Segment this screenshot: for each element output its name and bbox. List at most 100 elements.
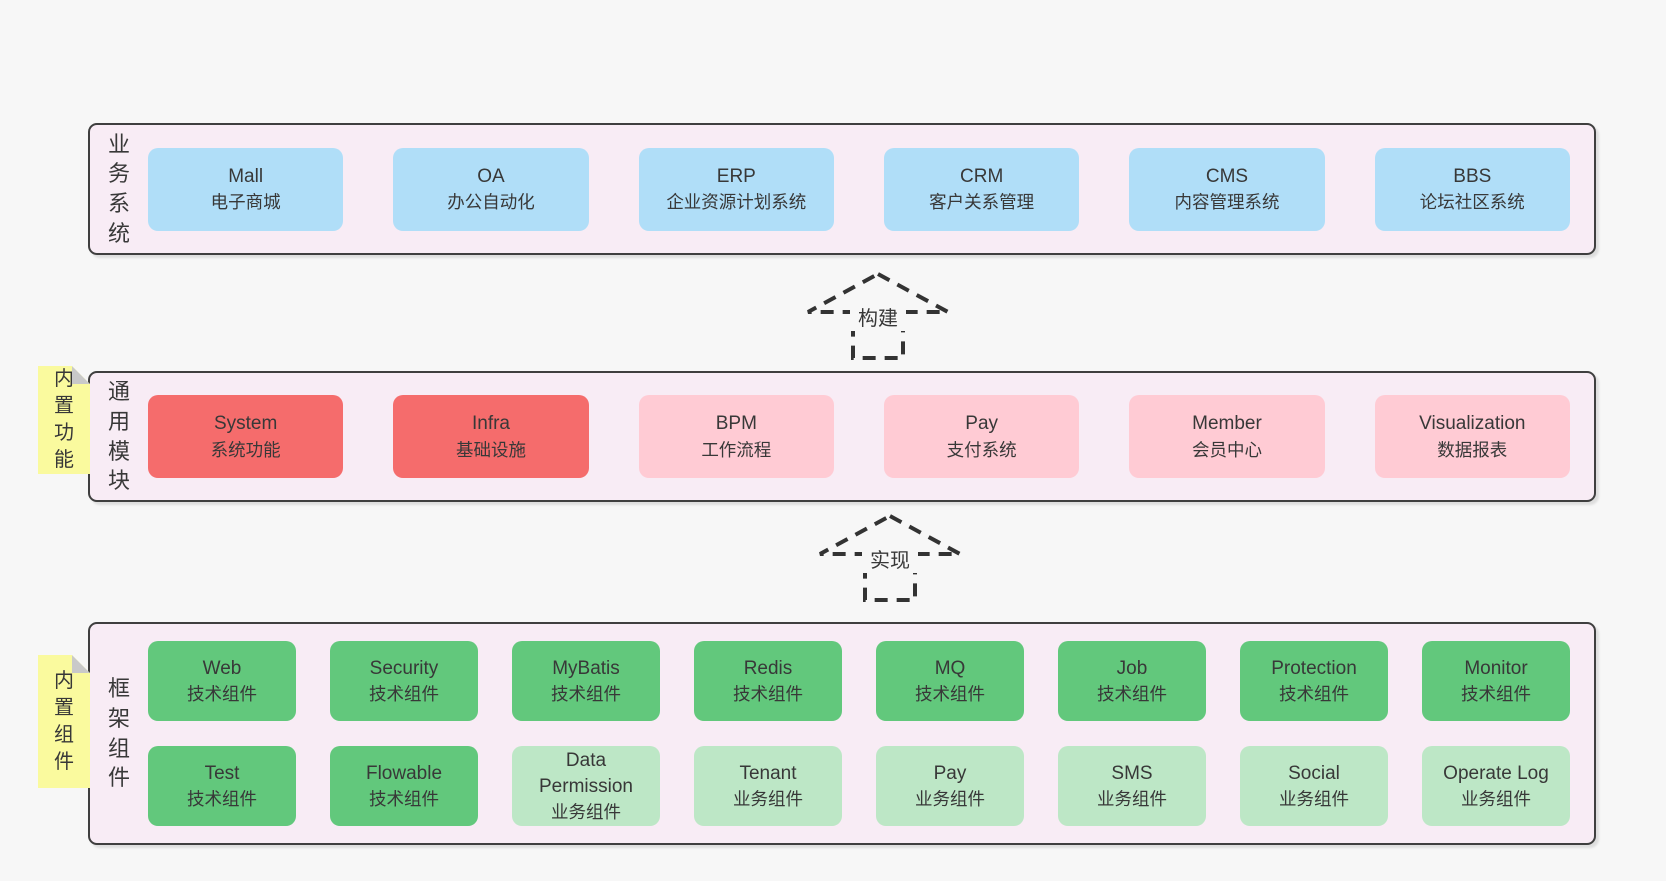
box-title: Pay <box>965 413 999 435</box>
box-system: System 系统功能 <box>148 395 344 478</box>
box-bpm: BPM 工作流程 <box>638 395 834 478</box>
framework-components-label: 框架组件 <box>90 624 148 843</box>
box-subtitle: 技术组件 <box>1097 684 1167 705</box>
box-subtitle: 电子商城 <box>210 192 281 213</box>
box-subtitle: 技术组件 <box>1461 684 1531 705</box>
box-title: Protection <box>1271 657 1357 679</box>
box-subtitle: 客户关系管理 <box>929 192 1035 213</box>
box-title: BPM <box>715 413 757 435</box>
arrow-implement-label: 实现 <box>870 549 910 572</box>
box-monitor: Monitor 技术组件 <box>1422 641 1570 721</box>
box-title: Infra <box>471 413 510 435</box>
box-social: Social 业务组件 <box>1240 746 1388 826</box>
box-title: Web <box>202 657 242 679</box>
business-systems-label: 业务系统 <box>90 125 148 253</box>
box-subtitle: 工作流程 <box>701 439 772 460</box>
box-mq: MQ 技术组件 <box>876 641 1024 721</box>
box-pay-component: Pay 业务组件 <box>876 746 1024 826</box>
box-subtitle: 企业资源计划系统 <box>666 192 807 213</box>
box-title: SMS <box>1111 762 1153 784</box>
box-pay-module: Pay 支付系统 <box>883 395 1080 478</box>
box-subtitle: 系统功能 <box>210 439 281 460</box>
box-subtitle: 技术组件 <box>733 684 803 705</box>
up-arrow-build-icon: 构建 <box>804 270 952 362</box>
box-title: Visualization <box>1419 413 1526 435</box>
box-mall: Mall 电子商城 <box>148 147 344 231</box>
box-erp: ERP 企业资源计划系统 <box>638 147 834 231</box>
box-subtitle: 业务组件 <box>1461 789 1531 810</box>
common-modules-label: 通用模块 <box>90 373 148 500</box>
box-visualization: Visualization 数据报表 <box>1374 395 1570 478</box>
box-operate-log: Operate Log 业务组件 <box>1422 746 1570 826</box>
box-bbs: BBS 论坛社区系统 <box>1374 147 1570 231</box>
box-cms: CMS 内容管理系统 <box>1129 147 1325 231</box>
framework-components-grid: Web 技术组件 Security 技术组件 MyBatis 技术组件 Redi… <box>148 624 1594 843</box>
box-title: Data Permission <box>539 749 633 797</box>
arrow-build-label: 构建 <box>858 307 898 330</box>
box-title: MQ <box>934 657 966 679</box>
box-subtitle: 支付系统 <box>946 439 1017 460</box>
box-flowable: Flowable 技术组件 <box>330 746 478 826</box>
box-title: Test <box>204 762 240 784</box>
box-subtitle: 会员中心 <box>1191 439 1262 460</box>
box-web: Web 技术组件 <box>148 641 296 721</box>
box-subtitle: 技术组件 <box>1279 684 1349 705</box>
sticky-note-built-in-features: 内置功能 <box>38 366 90 474</box>
business-systems-panel: 业务系统 Mall 电子商城 OA 办公自动化 ERP 企业资源计划系统 CRM… <box>88 123 1596 255</box>
box-subtitle: 论坛社区系统 <box>1419 192 1525 213</box>
panel-label-text: 框架组件 <box>107 676 130 791</box>
box-title: Social <box>1288 762 1340 784</box>
box-title: ERP <box>716 165 756 187</box>
box-subtitle: 技术组件 <box>187 684 257 705</box>
box-subtitle: 基础设施 <box>455 439 526 460</box>
box-member: Member 会员中心 <box>1129 395 1325 478</box>
box-title: System <box>213 413 278 435</box>
panel-label-text: 通用模块 <box>107 379 130 494</box>
box-title: Tenant <box>739 762 797 784</box>
box-subtitle: 业务组件 <box>1279 789 1349 810</box>
business-systems-row: Mall 电子商城 OA 办公自动化 ERP 企业资源计划系统 CRM 客户关系… <box>148 125 1594 253</box>
box-title: CMS <box>1205 165 1249 187</box>
box-tenant: Tenant 业务组件 <box>694 746 842 826</box>
framework-components-panel: 框架组件 Web 技术组件 Security 技术组件 MyBatis 技术组件… <box>88 622 1596 845</box>
box-subtitle: 业务组件 <box>551 802 621 823</box>
box-subtitle: 数据报表 <box>1437 439 1508 460</box>
sticky-note-built-in-components: 内置组件 <box>38 655 90 788</box>
box-title: CRM <box>960 165 1004 187</box>
box-title: Security <box>369 657 439 679</box>
box-title: Redis <box>743 657 793 679</box>
box-title: BBS <box>1453 165 1492 187</box>
box-subtitle: 业务组件 <box>1097 789 1167 810</box>
box-subtitle: 内容管理系统 <box>1174 192 1280 213</box>
box-title: Operate Log <box>1443 762 1549 784</box>
box-title: MyBatis <box>552 657 620 679</box>
box-title: OA <box>477 165 505 187</box>
box-security: Security 技术组件 <box>330 641 478 721</box>
box-title: Job <box>1116 657 1148 679</box>
box-title: Mall <box>228 165 264 187</box>
note-text: 内置功能 <box>54 368 74 471</box>
box-oa: OA 办公自动化 <box>393 147 589 231</box>
framework-row-2: Test 技术组件 Flowable 技术组件 Data Permission … <box>148 746 1570 826</box>
box-crm: CRM 客户关系管理 <box>883 147 1080 231</box>
box-subtitle: 技术组件 <box>187 789 257 810</box>
box-subtitle: 技术组件 <box>915 684 985 705</box>
box-title: Pay <box>933 762 967 784</box>
box-title: Flowable <box>365 762 443 784</box>
common-modules-row: System 系统功能 Infra 基础设施 BPM 工作流程 Pay 支付系统… <box>148 373 1594 500</box>
box-data-permission: Data Permission 业务组件 <box>512 746 660 826</box>
box-redis: Redis 技术组件 <box>694 641 842 721</box>
box-subtitle: 办公自动化 <box>447 192 535 213</box>
box-job: Job 技术组件 <box>1058 641 1206 721</box>
box-subtitle: 技术组件 <box>369 684 439 705</box>
box-subtitle: 业务组件 <box>733 789 803 810</box>
note-text: 内置组件 <box>54 669 74 773</box>
box-infra: Infra 基础设施 <box>393 395 589 478</box>
panel-label-text: 业务系统 <box>107 131 130 246</box>
box-sms: SMS 业务组件 <box>1058 746 1206 826</box>
box-mybatis: MyBatis 技术组件 <box>512 641 660 721</box>
box-subtitle: 技术组件 <box>369 789 439 810</box>
box-title: Monitor <box>1464 657 1528 679</box>
box-test: Test 技术组件 <box>148 746 296 826</box>
